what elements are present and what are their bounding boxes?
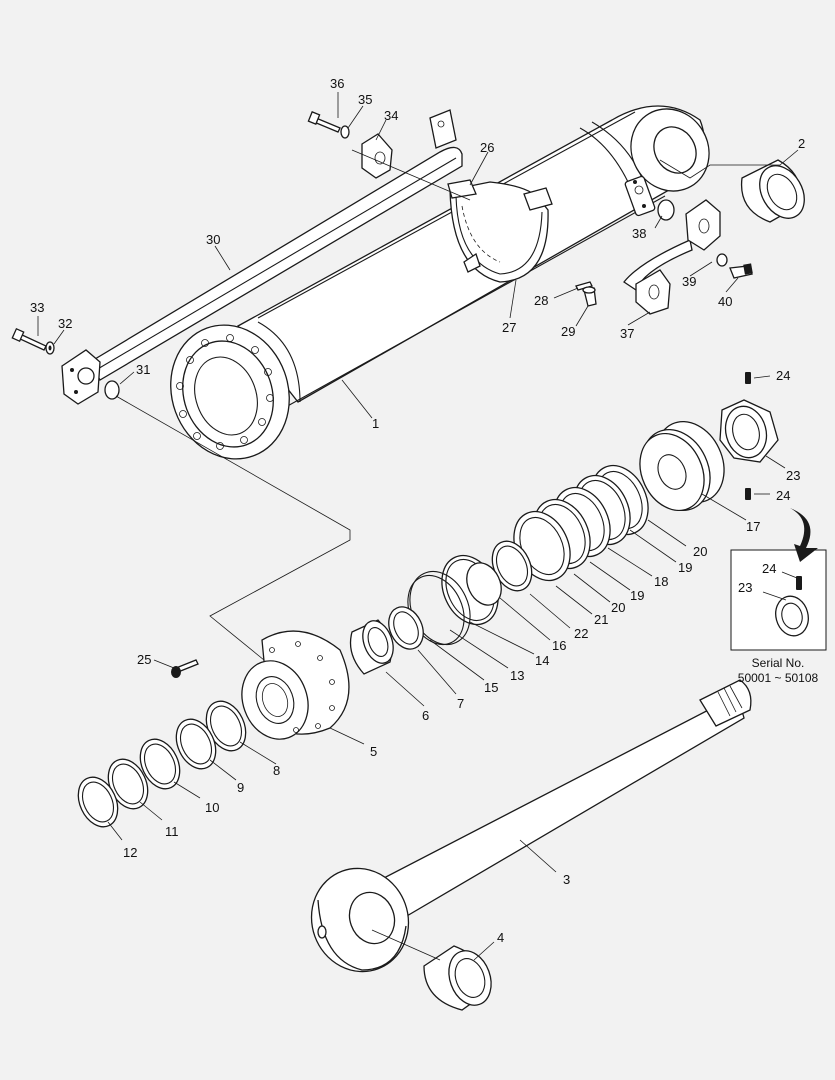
bolt-40 xyxy=(729,263,753,279)
rod-cover-5 xyxy=(241,630,350,740)
bushing-4 xyxy=(423,945,492,1011)
callout-25: 25 xyxy=(137,652,151,667)
hydraulic-pipe-30 xyxy=(61,109,463,405)
callout-32: 32 xyxy=(58,316,72,331)
callout-14: 14 xyxy=(535,653,549,668)
callout-11: 11 xyxy=(165,824,179,839)
washer-35 xyxy=(340,125,350,139)
piston-rod-3 xyxy=(310,679,752,973)
callout-24b: 24 xyxy=(776,488,790,503)
callout-7: 7 xyxy=(457,696,464,711)
callout-9: 9 xyxy=(237,780,244,795)
callout-39: 39 xyxy=(682,274,696,289)
callout-24c: 24 xyxy=(762,561,776,576)
callout-37: 37 xyxy=(620,326,634,341)
callout-18: 18 xyxy=(654,574,668,589)
callout-13: 13 xyxy=(510,668,524,683)
callout-17: 17 xyxy=(746,519,760,534)
bushing-6 xyxy=(349,619,394,675)
serial-range: 50001 ~ 50108 xyxy=(738,671,819,685)
callout-31: 31 xyxy=(136,362,150,377)
callout-2: 2 xyxy=(798,136,805,151)
callout-1: 1 xyxy=(372,416,379,431)
set-screw-24-top xyxy=(745,372,751,384)
callout-29: 29 xyxy=(561,324,575,339)
callout-38: 38 xyxy=(632,226,646,241)
lock-nut-23 xyxy=(719,399,779,463)
callout-6: 6 xyxy=(422,708,429,723)
hydraulic-pipe-37 xyxy=(623,199,721,315)
callout-27: 27 xyxy=(502,320,516,335)
bolt-36 xyxy=(307,111,341,133)
callout-33: 33 xyxy=(30,300,44,315)
serial-inset-box xyxy=(730,549,827,651)
callout-23b: 23 xyxy=(738,580,752,595)
callout-15: 15 xyxy=(484,680,498,695)
callout-16: 16 xyxy=(552,638,566,653)
callout-34: 34 xyxy=(384,108,398,123)
callout-19a: 19 xyxy=(678,560,692,575)
callout-4: 4 xyxy=(497,930,504,945)
callout-22: 22 xyxy=(574,626,588,641)
o-ring-31 xyxy=(104,380,120,400)
pipe-clamp-band xyxy=(447,179,553,283)
seal-ring-set xyxy=(388,464,649,650)
callout-24a: 24 xyxy=(776,368,790,383)
set-screw-24-bottom xyxy=(745,488,751,500)
bushing-2 xyxy=(740,159,805,223)
callout-28: 28 xyxy=(534,293,548,308)
callout-21: 21 xyxy=(594,612,608,627)
callout-8: 8 xyxy=(273,763,280,778)
callout-20b: 20 xyxy=(611,600,625,615)
bolt-33 xyxy=(11,327,47,351)
piston-17 xyxy=(639,420,725,512)
serial-title: Serial No. xyxy=(752,656,805,670)
callout-numbers: 1 2 3 4 5 6 7 8 9 10 11 12 13 14 15 16 1… xyxy=(30,76,805,945)
callout-26: 26 xyxy=(480,140,494,155)
o-ring-38 xyxy=(657,199,675,221)
bolt-holes xyxy=(176,334,274,450)
callout-36: 36 xyxy=(330,76,344,91)
rod-seal-set xyxy=(77,700,247,828)
callout-5: 5 xyxy=(370,744,377,759)
callout-19b: 19 xyxy=(630,588,644,603)
clamp-34 xyxy=(361,133,393,179)
callout-10: 10 xyxy=(205,800,219,815)
callout-3: 3 xyxy=(563,872,570,887)
bolt-25 xyxy=(171,659,199,678)
washer-39 xyxy=(716,253,728,267)
callout-40: 40 xyxy=(718,294,732,309)
inset-arrow xyxy=(790,508,818,562)
callout-23a: 23 xyxy=(786,468,800,483)
callout-20a: 20 xyxy=(693,544,707,559)
callout-35: 35 xyxy=(358,92,372,107)
bolt-29 xyxy=(582,286,597,307)
callout-12: 12 xyxy=(123,845,137,860)
leader-lines xyxy=(37,92,799,961)
callout-30: 30 xyxy=(206,232,220,247)
